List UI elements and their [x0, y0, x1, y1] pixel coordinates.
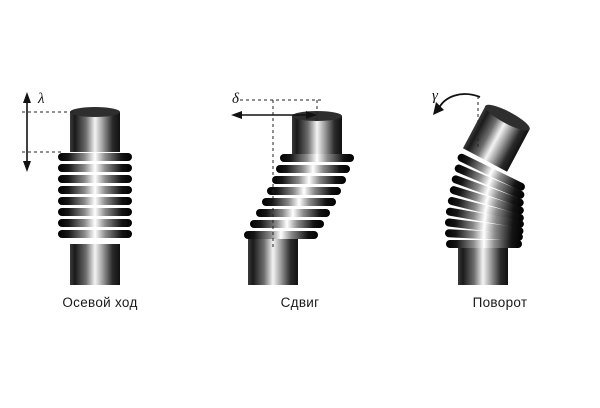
angular-symbol-label: γ: [432, 88, 439, 104]
panel-lateral: δ Сдвиг: [200, 0, 400, 408]
pipe-bottom: [458, 242, 508, 285]
axial-guide-lines: [22, 111, 76, 153]
angular-rotation-arrow: [437, 93, 481, 111]
bellows-convolutions: [244, 154, 354, 239]
caption-angular: Поворот: [472, 295, 528, 310]
lateral-symbol-label: δ: [232, 91, 240, 107]
pipe-top: [462, 104, 530, 172]
lateral-guide-lines: [240, 99, 322, 250]
pipe-bottom: [70, 240, 120, 285]
caption-axial: Осевой ход: [62, 295, 138, 310]
axial-symbol-label: λ: [37, 91, 45, 107]
panel-angular-illustration: γ: [400, 0, 600, 290]
panel-axial: λ Осевой ход: [0, 0, 200, 408]
panel-lateral-illustration: δ: [200, 0, 400, 290]
lateral-offset-arrow: [231, 111, 317, 119]
pipe-top: [292, 111, 342, 156]
bellows-convolutions: [58, 152, 132, 244]
bellows-convolutions: [444, 153, 525, 248]
caption-lateral: Сдвиг: [280, 295, 320, 310]
pipe-top: [70, 107, 120, 154]
angular-arrow-head: [433, 102, 444, 115]
panel-axial-illustration: λ: [0, 0, 200, 290]
axial-movement-arrow: [23, 92, 31, 172]
panel-angular: γ Поворот: [400, 0, 600, 408]
